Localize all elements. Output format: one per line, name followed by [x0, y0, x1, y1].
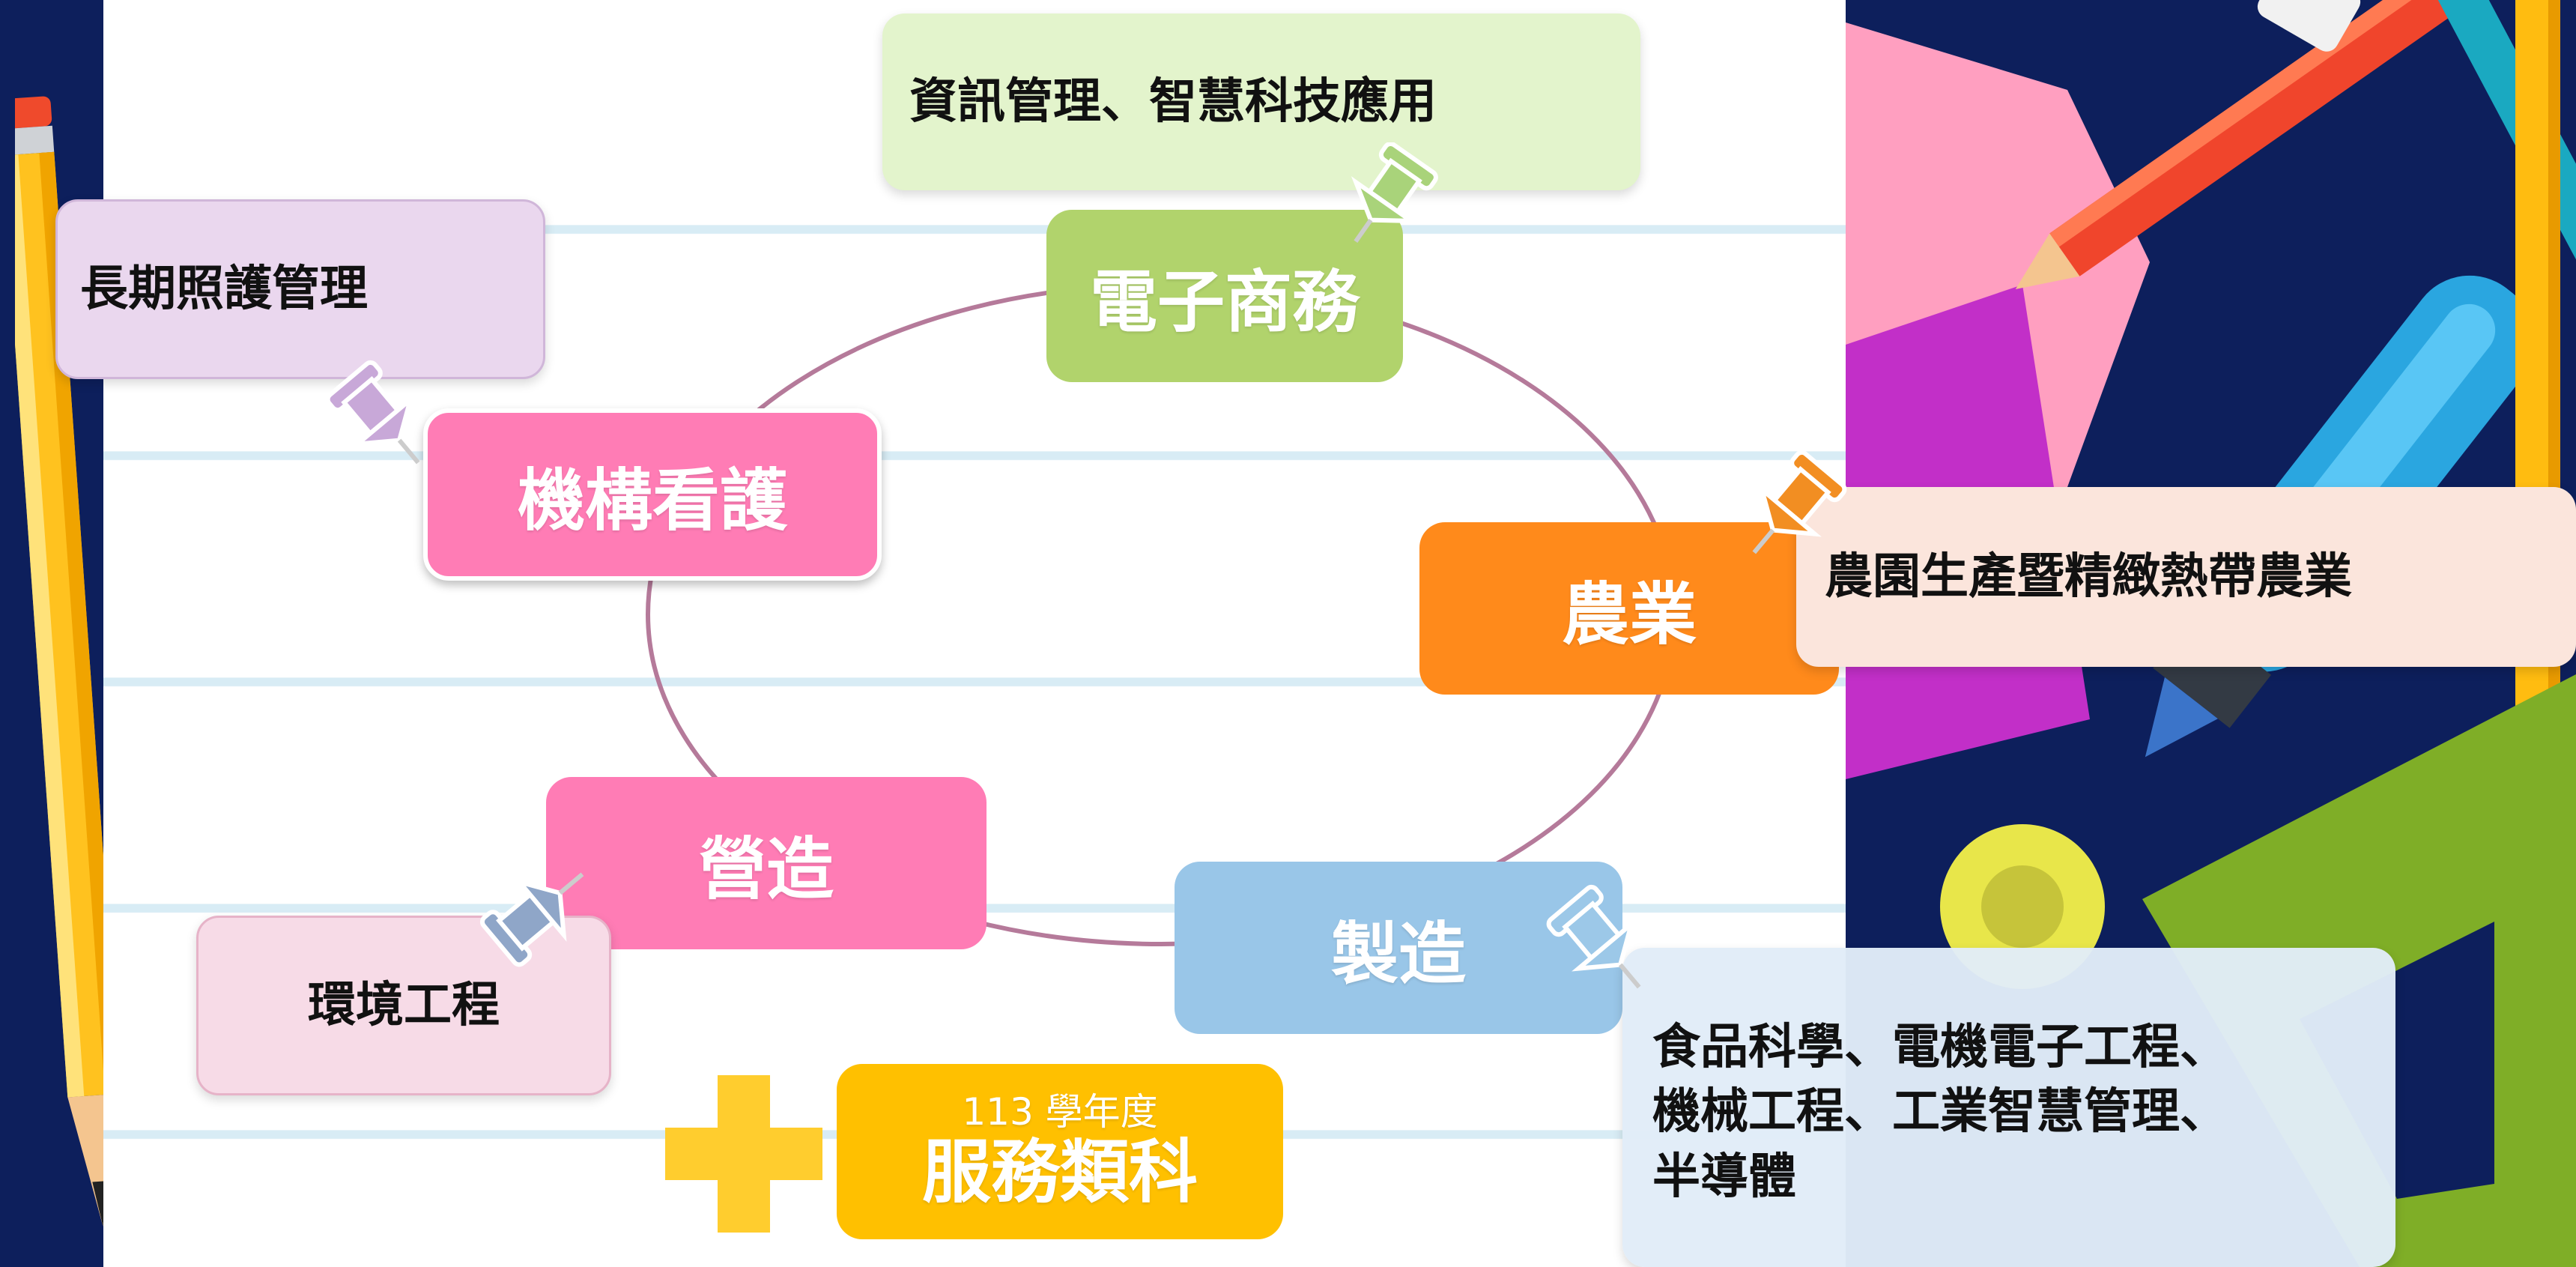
note-farm: 農園生產暨精緻熱帶農業 [1796, 487, 2576, 667]
category-ecommerce: 電子商務 [1046, 210, 1403, 382]
note-info-text: 資訊管理、智慧科技應用 [909, 73, 1437, 130]
note-longterm-care-text: 長期照護管理 [80, 261, 368, 317]
category-nursing: 機構看護 [423, 408, 882, 581]
category-construction: 營造 [546, 777, 987, 949]
note-manufacturing-line1: 食品科學、電機電子工程、 [1652, 1020, 2228, 1075]
category-manufacturing: 製造 [1175, 862, 1622, 1034]
note-manufacturing: 食品科學、電機電子工程、 機械工程、工業智慧管理、 半導體 [1622, 948, 2395, 1267]
green-pushpin-icon [1351, 142, 1438, 244]
note-manufacturing-line2: 機械工程、工業智慧管理、 [1652, 1084, 2228, 1140]
note-manufacturing-line3: 半導體 [1652, 1149, 1796, 1205]
category-agriculture: 農業 [1419, 522, 1839, 695]
blue-gray-pushpin-icon [479, 872, 584, 967]
yellow-pencil-icon [15, 96, 121, 1227]
service-category-box: 113 學年度 服務類科 [837, 1064, 1283, 1239]
note-longterm-care: 長期照護管理 [55, 199, 545, 379]
category-agriculture-label: 農業 [1562, 575, 1697, 654]
red-pencil-icon [2015, 0, 2509, 290]
category-ecommerce-label: 電子商務 [1090, 263, 1360, 342]
purple-pushpin-icon [325, 360, 420, 465]
category-nursing-label: 機構看護 [518, 462, 787, 540]
note-farm-text: 農園生產暨精緻熱帶農業 [1825, 548, 2352, 605]
lightblue-pushpin-icon [1546, 884, 1641, 989]
category-construction-label: 營造 [699, 830, 834, 909]
category-manufacturing-label: 製造 [1331, 915, 1466, 994]
orange-pushpin-icon [1752, 450, 1847, 554]
note-environment-text: 環境工程 [308, 977, 500, 1033]
service-category-title: 服務類科 [921, 1131, 1198, 1212]
note-info-management: 資訊管理、智慧科技應用 [882, 13, 1640, 190]
plus-icon [665, 1075, 822, 1233]
eraser-icon [2257, 0, 2361, 52]
school-year-label: 113 學年度 [962, 1089, 1158, 1134]
note-environment: 環境工程 [196, 916, 611, 1095]
